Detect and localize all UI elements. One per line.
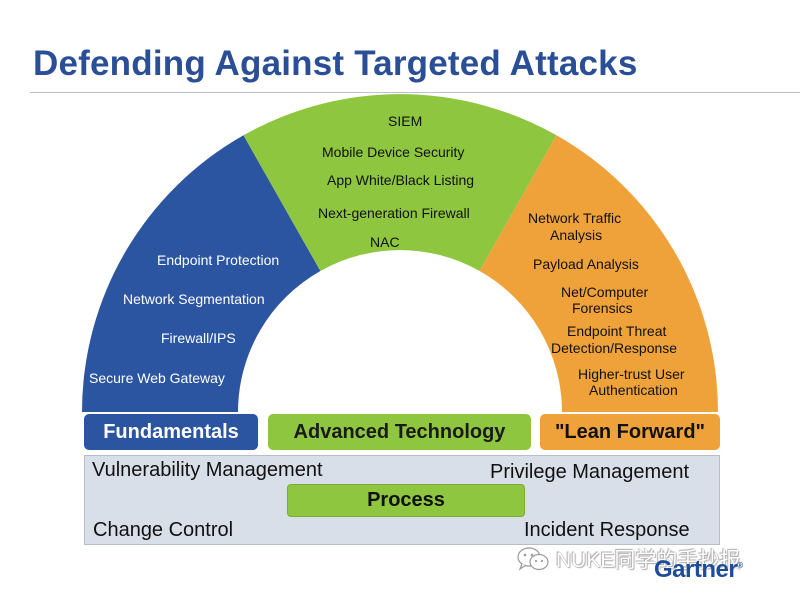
watermark-text: NUKE同学的手抄报 (556, 549, 741, 572)
arch-item-network-traffic-2: Analysis (550, 227, 603, 243)
gartner-logo: Gartner® (654, 556, 743, 584)
category-advanced-technology: Advanced Technology (268, 414, 531, 450)
arch-segment-advanced (243, 94, 557, 271)
watermark: NUKE同学的手抄报 (516, 544, 740, 574)
process-label: Process (287, 484, 525, 517)
arch-item-network-traffic: Network Traffic (528, 210, 622, 226)
arch-item-app-listing: App White/Black Listing (327, 172, 475, 188)
process-item-incident-response: Incident Response (524, 519, 690, 541)
arch-item-net-computer: Net/Computer (561, 284, 649, 300)
slide-title: Defending Against Targeted Attacks (33, 44, 638, 83)
title-divider (30, 92, 800, 93)
arch-item-higher-trust: Higher-trust User (578, 366, 685, 382)
arch-item-network-segmentation: Network Segmentation (123, 291, 265, 307)
gartner-logo-text: Gartner (654, 556, 738, 583)
arch-item-forensics: Forensics (572, 300, 633, 316)
arch-segment-fundamentals (82, 135, 321, 413)
arch-item-endpoint-threat: Endpoint Threat (567, 323, 667, 339)
process-item-privilege-management: Privilege Management (490, 461, 689, 483)
gartner-logo-mark: ® (737, 561, 743, 570)
arch-item-ngfw: Next-generation Firewall (318, 205, 470, 221)
process-item-vulnerability-management: Vulnerability Management (92, 459, 323, 481)
arch-segment-lean-forward (479, 135, 718, 413)
arch-item-authentication: Authentication (589, 382, 678, 398)
arch-item-payload-analysis: Payload Analysis (533, 256, 639, 272)
arch-item-firewall-ips: Firewall/IPS (161, 330, 236, 346)
arch-item-siem: SIEM (388, 113, 423, 129)
arch-item-mobile-device-security: Mobile Device Security (322, 144, 465, 160)
arch-item-nac: NAC (370, 234, 400, 250)
process-item-change-control: Change Control (93, 519, 234, 541)
category-fundamentals: Fundamentals (84, 414, 258, 450)
arch-item-endpoint-protection: Endpoint Protection (157, 252, 280, 268)
arch-item-secure-web-gateway: Secure Web Gateway (89, 370, 225, 386)
category-lean-forward: "Lean Forward" (540, 414, 720, 450)
arch-item-detection-response: Detection/Response (551, 340, 678, 356)
wechat-icon (517, 547, 549, 571)
